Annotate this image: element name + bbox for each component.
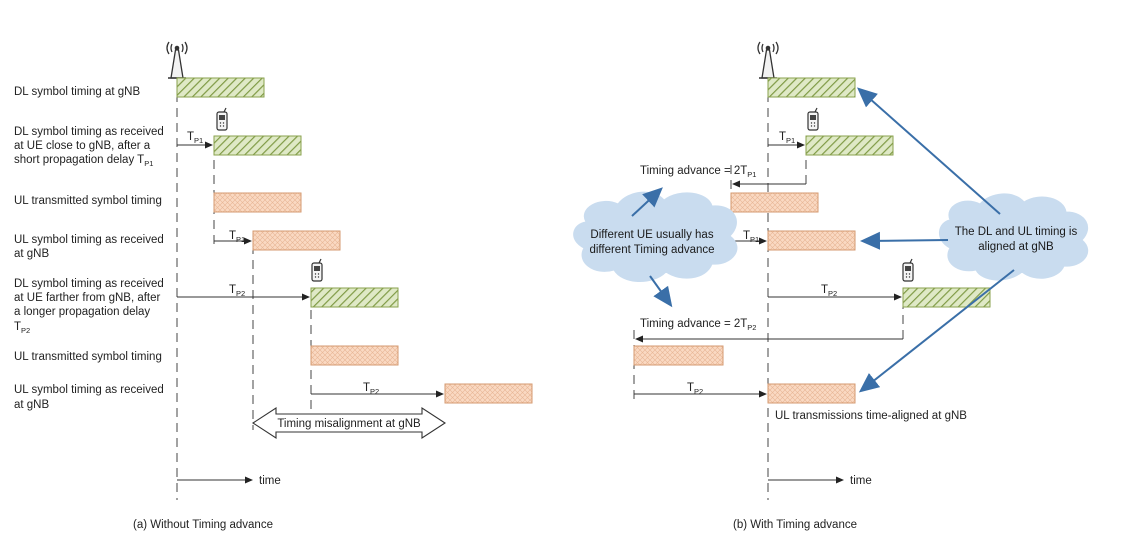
label-ul-rx-1-a: UL symbol timing as received <box>14 234 164 246</box>
ul-symbol-rx-ue-near-right <box>767 230 856 251</box>
timing-advance-label-2: Timing advance = 2TP2 <box>640 318 756 332</box>
label-ul-rx-2-b: at gNB <box>14 399 49 411</box>
label-dl-near-1: DL symbol timing as received <box>14 126 164 138</box>
label-ul-tx-1: UL transmitted symbol timing <box>14 195 162 207</box>
timing-advance-label-1: Timing advance = 2TP1 <box>640 165 756 179</box>
aligned-label: UL transmissions time-aligned at gNB <box>775 410 967 422</box>
gnb-antenna-icon <box>166 41 188 79</box>
ul-symbol-rx-ue-far <box>444 383 533 404</box>
dl-symbol-gnb <box>176 77 265 98</box>
time-label: time <box>259 475 281 487</box>
label-ul-tx-2: UL transmitted symbol timing <box>14 351 162 363</box>
gnb-antenna-icon-right <box>757 41 779 79</box>
label-tp2-dl-right: TP2 <box>821 284 837 298</box>
dl-symbol-ue-near-right <box>805 135 894 156</box>
cloud-right <box>939 193 1089 281</box>
blue-arrow-to-dl-gnb <box>857 87 1001 215</box>
ul-symbol-rx-ue-near <box>252 230 341 251</box>
cloud-right-line-2: aligned at gNB <box>978 241 1054 253</box>
dl-symbol-ue-far-right <box>902 287 991 308</box>
label-tp1-ul: TP1 <box>229 230 245 244</box>
caption-left: (a) Without Timing advance <box>133 519 273 531</box>
panel-without-timing-advance: time DL symbol timing at gNB DL symbol t… <box>14 41 533 531</box>
ue-far-phone-icon <box>311 258 323 282</box>
ul-symbol-tx-ue-far-right <box>633 345 724 366</box>
label-tp1-dl-right: TP1 <box>779 131 795 145</box>
blue-arrow-to-ul-rx-near <box>860 231 949 250</box>
blue-arrow-to-ul-rx-far <box>858 269 1015 393</box>
label-ul-rx-2-a: UL symbol timing as received <box>14 384 164 396</box>
label-dl-far-1: DL symbol timing as received <box>14 278 164 290</box>
label-tp2-ul: TP2 <box>363 382 379 396</box>
label-dl-far-4: TP2 <box>14 321 30 335</box>
label-ul-rx-1-b: at gNB <box>14 248 49 260</box>
ul-symbol-tx-ue-far <box>310 345 399 366</box>
dl-symbol-gnb-right <box>767 77 856 98</box>
misalignment-label: Timing misalignment at gNB <box>277 418 421 430</box>
ue-near-phone-icon <box>216 107 228 131</box>
ue-far-phone-icon-right <box>902 258 914 282</box>
ul-symbol-rx-ue-far-right <box>767 383 856 404</box>
blue-arrow-to-ta2 <box>649 275 673 308</box>
label-tp1-ul-right: TP1 <box>743 230 759 244</box>
caption-right: (b) With Timing advance <box>733 519 857 531</box>
label-dl-far-3: a longer propagation delay <box>14 306 150 318</box>
label-tp1-dl: TP1 <box>187 131 203 145</box>
cloud-left <box>573 191 738 283</box>
label-dl-near-2: at UE close to gNB, after a <box>14 140 151 152</box>
cloud-right-line-1: The DL and UL timing is <box>955 226 1078 238</box>
cloud-left-line-2: different Timing advance <box>589 244 714 256</box>
time-label-right: time <box>850 475 872 487</box>
misalignment-double-arrow <box>251 406 447 440</box>
ul-symbol-tx-ue-near-right <box>730 192 819 213</box>
label-dl-gnb: DL symbol timing at gNB <box>14 86 140 98</box>
cloud-left-line-1: Different UE usually has <box>590 229 713 241</box>
label-tp2-ul-right: TP2 <box>687 382 703 396</box>
ue-near-phone-icon-right <box>807 107 819 131</box>
ul-symbol-tx-ue-near <box>213 192 302 213</box>
dl-symbol-ue-near <box>213 135 302 156</box>
blue-arrow-to-ta1 <box>631 187 663 217</box>
label-tp2-dl: TP2 <box>229 284 245 298</box>
panel-with-timing-advance: time TP1 Timing advance = 2TP1 TP1 TP2 T… <box>573 41 1089 531</box>
label-dl-far-2: at UE farther from gNB, after <box>14 292 161 304</box>
dl-symbol-ue-far <box>310 287 399 308</box>
label-dl-near-3: short propagation delay TP1 <box>14 154 153 168</box>
